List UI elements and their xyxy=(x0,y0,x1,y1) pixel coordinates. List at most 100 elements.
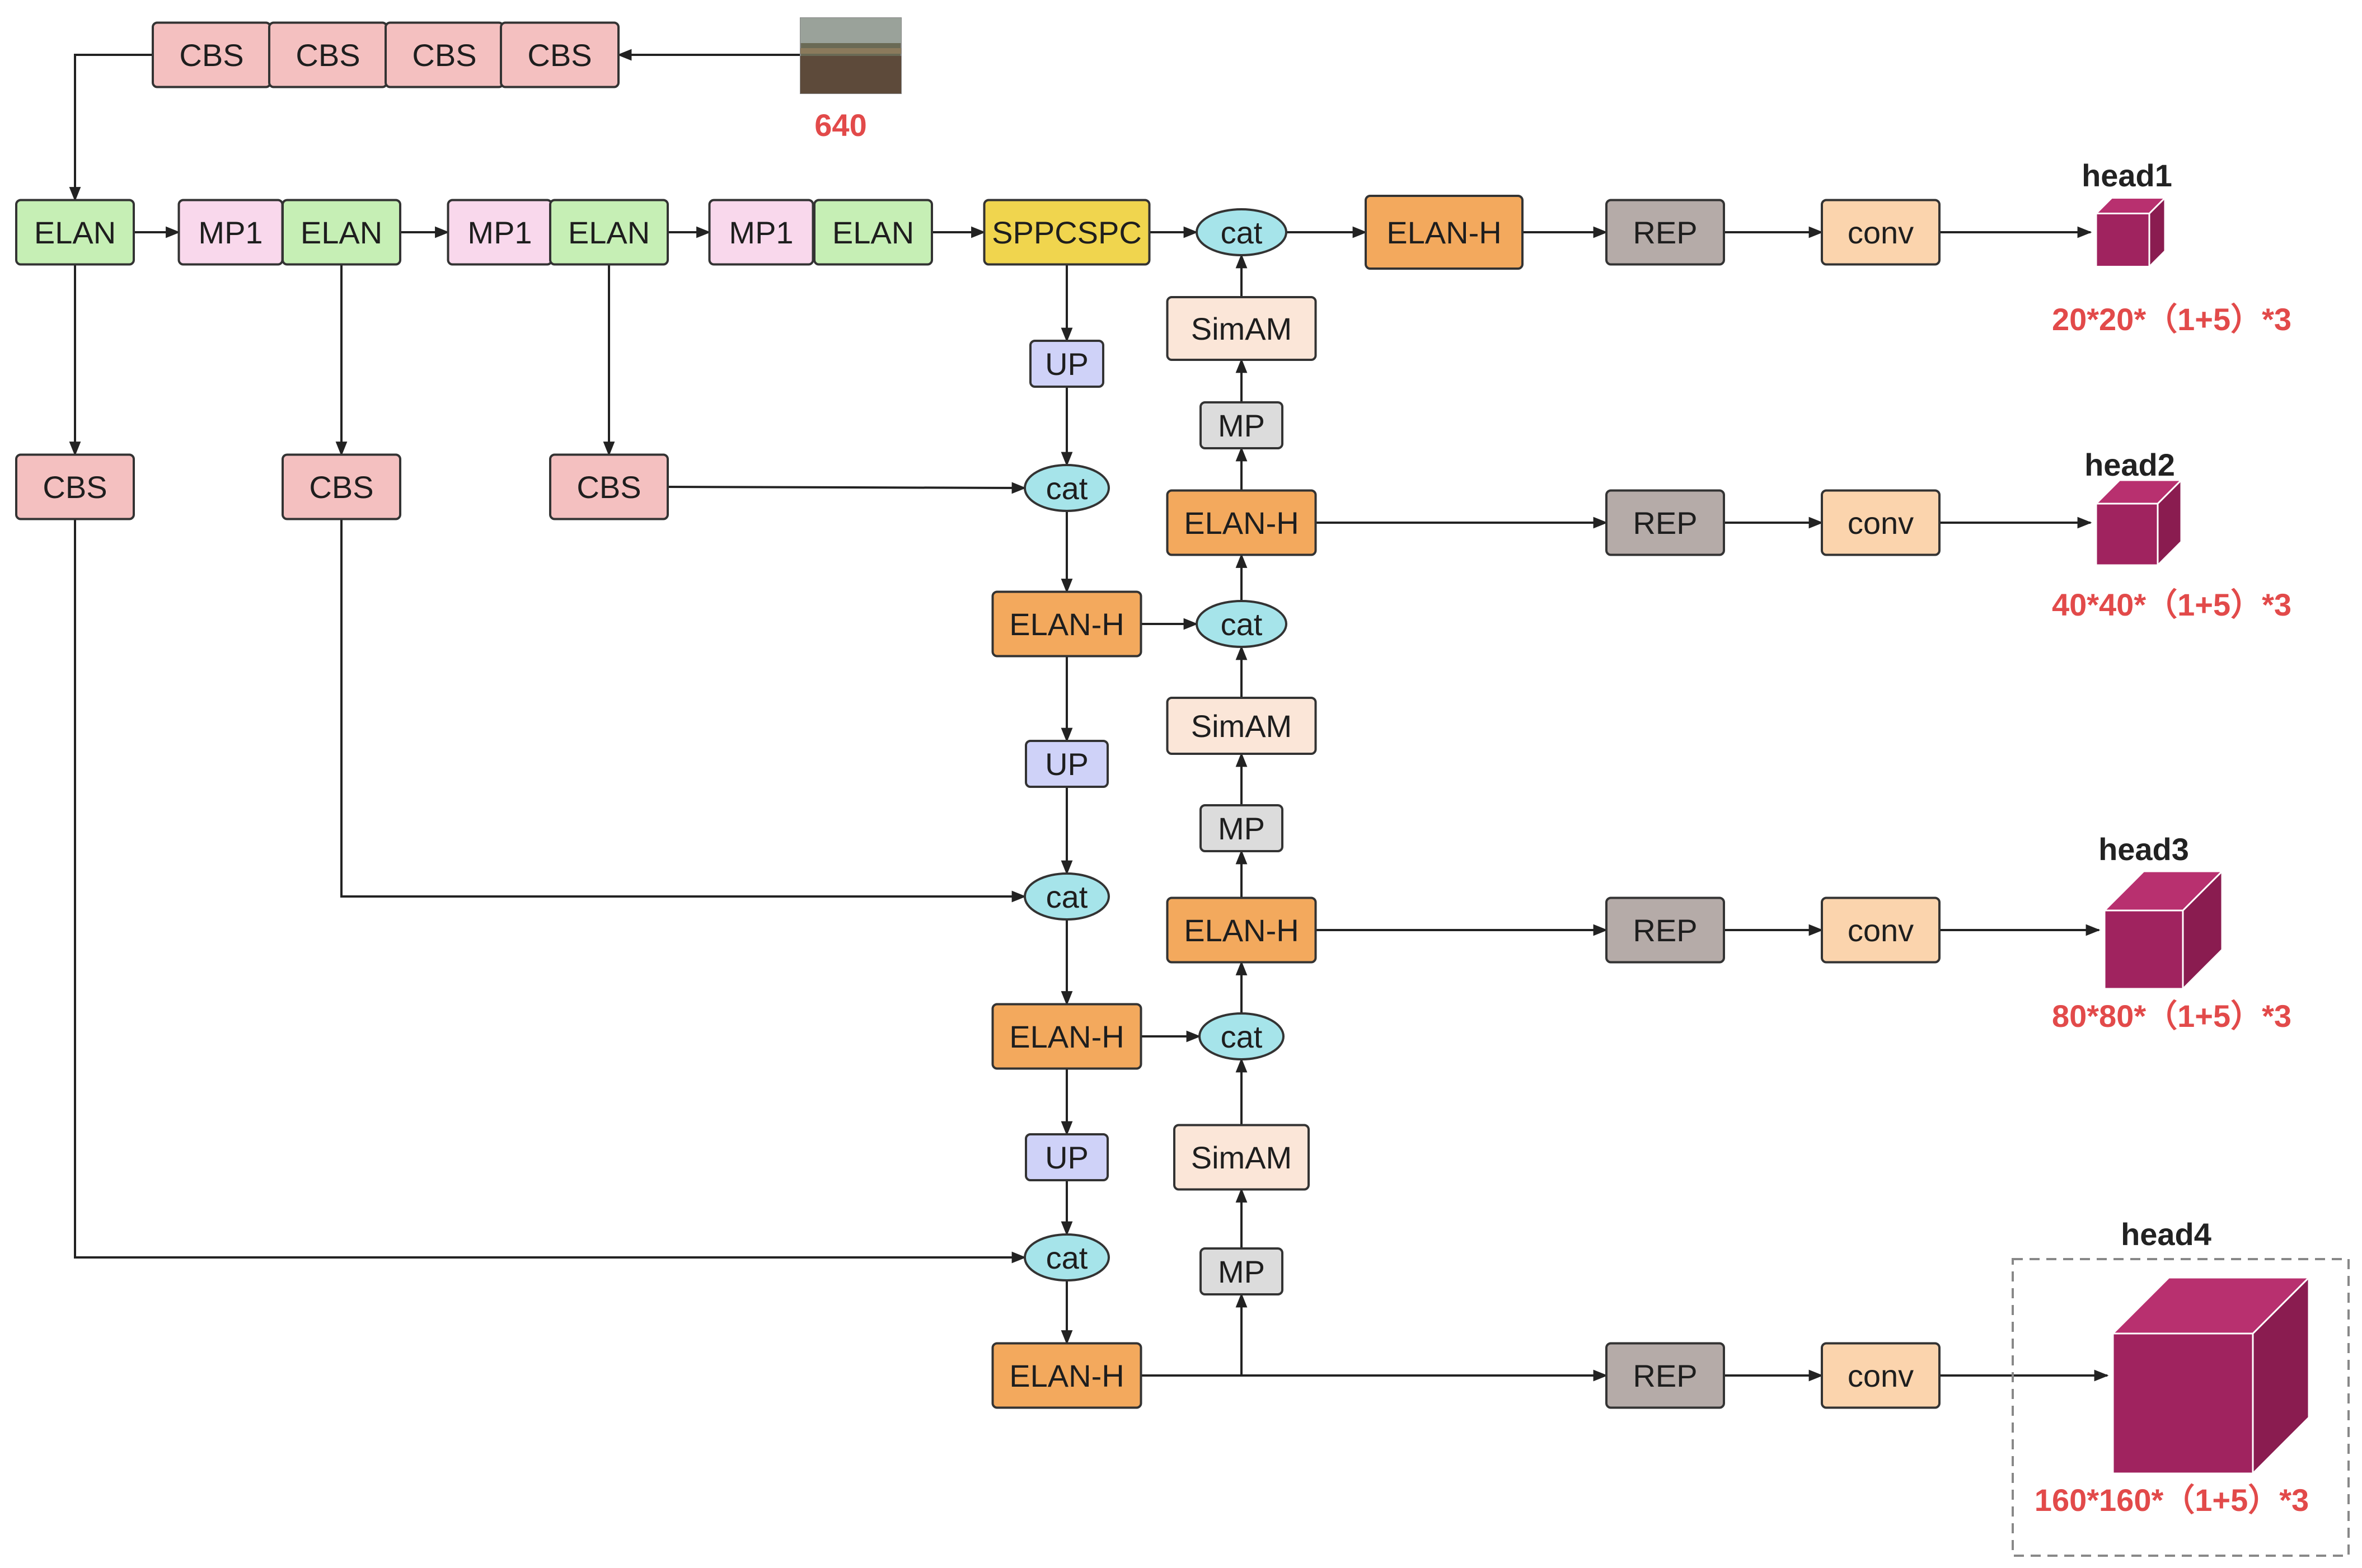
edge-cbs3-cat xyxy=(667,482,1027,494)
block-shape-conv xyxy=(1821,1342,1941,1409)
block-label: SimAM xyxy=(1191,1140,1292,1175)
block-shape-rep xyxy=(1605,199,1725,266)
block-cat_r3: cat xyxy=(1198,1012,1285,1060)
block-shape-elanh xyxy=(991,1342,1142,1409)
block-label: cat xyxy=(1221,1019,1263,1054)
block-label: UP xyxy=(1045,346,1089,382)
block-shape-elan xyxy=(813,199,933,266)
block-mp_r3: MP xyxy=(1199,1247,1283,1295)
block-mp1c: MP1 xyxy=(708,199,814,266)
block-label: UP xyxy=(1045,747,1089,782)
block-label: ELAN-H xyxy=(1009,1019,1124,1054)
block-conv3: conv xyxy=(1821,896,1941,964)
block-cat_l1: cat xyxy=(1024,464,1110,512)
block-rep2: REP xyxy=(1605,489,1725,556)
block-label: REP xyxy=(1633,1358,1697,1393)
block-label: MP1 xyxy=(467,215,532,250)
cube-front xyxy=(2095,213,2150,267)
block-label: REP xyxy=(1633,215,1697,250)
block-mp1b: MP1 xyxy=(447,199,553,266)
block-cbs1: CBS xyxy=(15,453,135,520)
block-shape-conv xyxy=(1821,199,1941,266)
block-label: CBS xyxy=(43,470,107,505)
block-shape-rep xyxy=(1605,489,1725,556)
block-shape-cat xyxy=(1024,464,1110,512)
block-shape-cbs xyxy=(500,21,620,88)
block-shape-cat xyxy=(1024,872,1110,921)
head-title: head3 xyxy=(2098,832,2189,867)
block-label: ELAN-H xyxy=(1386,215,1501,250)
block-label: conv xyxy=(1848,913,1914,948)
block-elan3: ELAN xyxy=(549,199,669,266)
block-label: ELAN-H xyxy=(1009,607,1124,642)
block-rep1: REP xyxy=(1605,199,1725,266)
block-stem1: CBS xyxy=(152,21,271,88)
block-stem2: CBS xyxy=(268,21,388,88)
cube-front xyxy=(2095,503,2159,566)
block-label: ELAN-H xyxy=(1184,913,1299,948)
block-conv1: conv xyxy=(1821,199,1941,266)
block-label: REP xyxy=(1633,913,1697,948)
block-label: CBS xyxy=(577,470,641,505)
block-label: ELAN xyxy=(832,215,914,250)
block-cat_l2: cat xyxy=(1024,872,1110,921)
head4-frame xyxy=(2012,1258,2350,1557)
head-size-label: 40*40*（1+5）*3 xyxy=(2052,587,2291,622)
block-shape-mp1 xyxy=(708,199,814,266)
block-shape-sppcspc xyxy=(983,199,1151,266)
block-shape-simam xyxy=(1173,1124,1310,1191)
block-label: SPPCSPC xyxy=(992,215,1142,250)
block-label: ELAN-H xyxy=(1009,1358,1124,1393)
block-mp1a: MP1 xyxy=(177,199,284,266)
input-size-label: 640 xyxy=(814,107,866,143)
block-shape-cat xyxy=(1196,208,1287,256)
block-rep4: REP xyxy=(1605,1342,1725,1409)
block-shape-up xyxy=(1025,1133,1109,1181)
block-label: ELAN xyxy=(568,215,650,250)
block-label: cat xyxy=(1221,215,1263,250)
block-label: cat xyxy=(1046,471,1088,506)
block-elanh_top: ELAN-H xyxy=(1365,195,1524,270)
block-label: MP xyxy=(1218,811,1265,846)
block-shape-simam xyxy=(1166,296,1317,361)
block-cbs3: CBS xyxy=(549,453,669,520)
block-label: CBS xyxy=(296,37,360,73)
block-label: REP xyxy=(1633,505,1697,541)
block-mp_r2: MP xyxy=(1199,804,1283,852)
cube-front xyxy=(2103,909,2184,990)
block-label: conv xyxy=(1848,215,1914,250)
block-label: SimAM xyxy=(1191,311,1292,346)
block-label: CBS xyxy=(527,37,592,73)
block-label: CBS xyxy=(412,37,476,73)
block-shape-cat xyxy=(1024,1233,1110,1281)
block-elanh_r2: ELAN-H xyxy=(1166,489,1317,556)
head-size-label: 20*20*（1+5）*3 xyxy=(2052,302,2291,337)
block-stem3: CBS xyxy=(385,21,504,88)
block-cat_r1: cat xyxy=(1196,208,1287,256)
block-conv4: conv xyxy=(1821,1342,1941,1409)
block-elanh_l2: ELAN-H xyxy=(991,1003,1142,1070)
block-shape-mp xyxy=(1199,401,1283,449)
block-shape-cbs xyxy=(549,453,669,520)
block-shape-rep xyxy=(1605,1342,1725,1409)
block-simam3: SimAM xyxy=(1173,1124,1310,1191)
head-title: head2 xyxy=(2084,447,2175,482)
block-label: MP1 xyxy=(729,215,793,250)
block-shape-cbs xyxy=(15,453,135,520)
head-head2: head2 40*40*（1+5）*3 xyxy=(2052,447,2291,622)
block-elan2: ELAN xyxy=(282,199,401,266)
block-elanh_l3: ELAN-H xyxy=(991,1342,1142,1409)
block-elanh_r3: ELAN-H xyxy=(1166,896,1317,964)
block-cbs2: CBS xyxy=(282,453,401,520)
block-label: CBS xyxy=(179,37,243,73)
block-cat_r2: cat xyxy=(1196,600,1287,648)
head-size-label: 160*160*（1+5）*3 xyxy=(2035,1482,2309,1518)
block-simam2: SimAM xyxy=(1166,697,1317,755)
block-label: MP xyxy=(1218,1254,1265,1289)
block-shape-conv xyxy=(1821,489,1941,556)
block-shape-rep xyxy=(1605,896,1725,964)
block-shape-conv xyxy=(1821,896,1941,964)
